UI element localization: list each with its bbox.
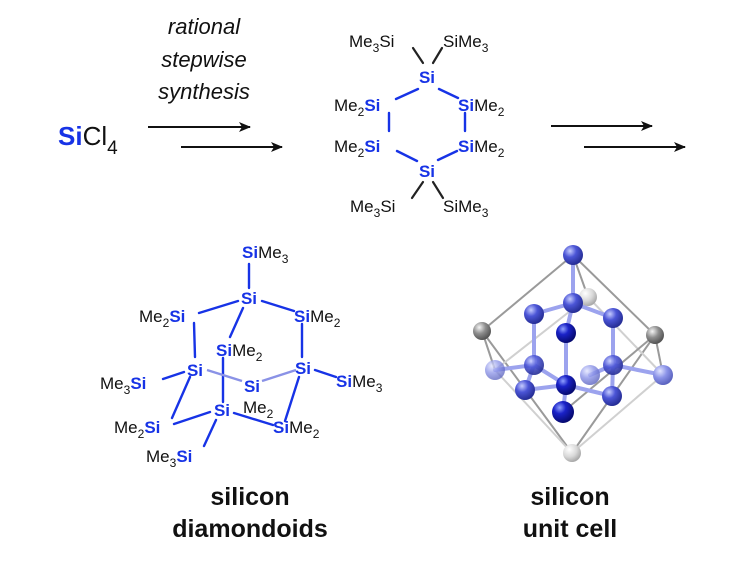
ring-si-left-lower: Me2Si xyxy=(334,137,380,160)
atom-corner-right xyxy=(646,326,664,344)
diamondoid-sime3-top: SiMe3 xyxy=(242,243,289,266)
diamondoid-si-left: Si xyxy=(187,361,203,380)
multistep-arrow-2 xyxy=(551,121,686,152)
multistep-arrow-1 xyxy=(148,122,283,152)
bond xyxy=(437,87,460,100)
atom-mid xyxy=(603,308,623,328)
diamondoid-sime2-lower-right: SiMe2 xyxy=(273,418,320,441)
bond xyxy=(431,180,445,200)
substituent-bottom-left: Me3Si xyxy=(350,197,395,220)
silicon-unit-cell-model xyxy=(473,245,673,462)
atom-dark xyxy=(556,375,576,395)
atom-mid xyxy=(602,386,622,406)
unit-cell-caption-line-2: unit cell xyxy=(523,515,617,543)
bond xyxy=(202,418,218,448)
diamondoid-caption-line-2: diamondoids xyxy=(172,515,328,543)
atom-light xyxy=(580,365,600,385)
atom-mid xyxy=(603,355,623,375)
ring-si-left-upper: Me2Si xyxy=(334,96,380,119)
bond xyxy=(192,321,197,359)
atom-mid xyxy=(563,293,583,313)
diamondoid-me3si-bottom: Me3Si xyxy=(146,447,192,470)
bond xyxy=(232,411,275,427)
diamondoid-me2si-left: Me2Si xyxy=(139,307,185,330)
bond xyxy=(260,299,296,313)
bond xyxy=(228,306,245,339)
diamondoid-si-front: Si xyxy=(214,401,230,420)
diamondoid-me2-back: Me2 xyxy=(243,398,274,421)
bond xyxy=(172,410,212,426)
atom-corner-left xyxy=(473,322,491,340)
atom-mid xyxy=(524,355,544,375)
substituent-top-right: SiMe3 xyxy=(443,32,489,55)
cyclohexasilane: Me3Si SiMe3 Si Me2Si SiMe2 Me2Si SiMe2 S… xyxy=(334,32,505,220)
atom-dark-front xyxy=(552,401,574,423)
condition-line-3: synthesis xyxy=(158,79,250,104)
diamondoid-si-right: Si xyxy=(295,359,311,378)
unit-cell-caption-line-1: silicon xyxy=(530,483,609,511)
bond xyxy=(411,46,425,65)
substituent-top-left: Me3Si xyxy=(349,32,394,55)
substituent-bottom-right: SiMe3 xyxy=(443,197,489,220)
bond xyxy=(313,368,338,379)
bond xyxy=(394,87,420,101)
ring-si-right-lower: SiMe2 xyxy=(458,137,505,160)
silicon-diamondoid-structure: SiMe3 Si Me2Si SiMe2 SiMe2 Si Si Me3Si S… xyxy=(100,243,383,470)
condition-line-1: rational xyxy=(168,14,241,39)
bond xyxy=(410,180,425,200)
ring-si-top: Si xyxy=(419,68,435,87)
diamondoid-si-back: Si xyxy=(244,377,260,396)
bond xyxy=(197,299,240,315)
atom-top xyxy=(563,245,583,265)
diamondoid-sime2-right: SiMe2 xyxy=(294,307,341,330)
diamondoid-sime3-right: SiMe3 xyxy=(336,372,383,395)
bond xyxy=(161,370,186,381)
atom-mid xyxy=(524,304,544,324)
reactant-sicl4: SiCl4 xyxy=(58,121,118,159)
bond xyxy=(395,149,419,163)
atom-light xyxy=(485,360,505,380)
diamondoid-me2si-lower-left: Me2Si xyxy=(114,418,160,441)
atom-corner-bottom xyxy=(563,444,581,462)
ring-si-bottom: Si xyxy=(419,162,435,181)
bond-back xyxy=(261,368,297,383)
diamondoid-caption-line-1: silicon xyxy=(210,483,289,511)
atom-mid xyxy=(515,380,535,400)
atom-dark xyxy=(556,323,576,343)
reactant-formula: SiCl4 xyxy=(58,121,118,159)
diamondoid-si-apex: Si xyxy=(241,289,257,308)
bond-back xyxy=(206,368,243,383)
reaction-conditions: rational stepwise synthesis xyxy=(158,14,250,104)
condition-line-2: stepwise xyxy=(161,47,247,72)
atom-corner-back xyxy=(579,288,597,306)
bond xyxy=(436,149,459,162)
bond xyxy=(431,46,444,65)
bond xyxy=(170,375,192,420)
diamondoid-me3si-left: Me3Si xyxy=(100,374,146,397)
atom-light xyxy=(653,365,673,385)
bond xyxy=(283,375,301,423)
diamondoid-sime2-center: SiMe2 xyxy=(216,341,263,364)
ring-si-right-upper: SiMe2 xyxy=(458,96,505,119)
